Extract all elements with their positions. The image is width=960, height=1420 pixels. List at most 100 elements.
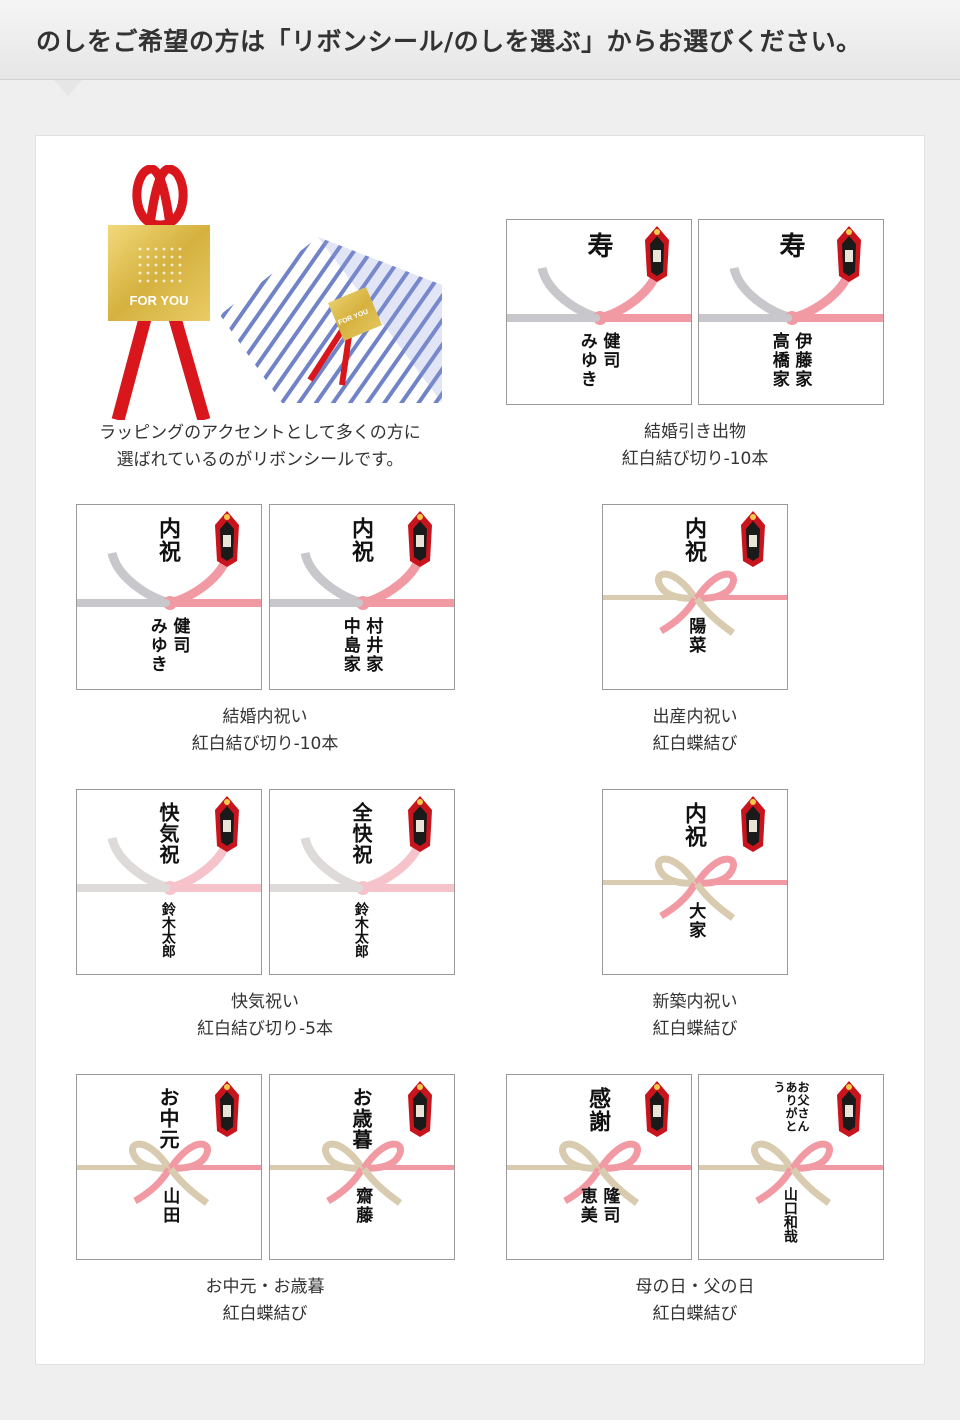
noshi-caption: 出産内祝い紅白蝶結び	[506, 704, 884, 758]
mizuhiki-cord-graphic	[270, 1081, 454, 1206]
mizuhiki-cord-graphic	[507, 1081, 691, 1206]
noshi-name: 山田	[159, 1187, 180, 1225]
noshi-name: 高橋家	[768, 332, 789, 389]
noshi-names: 隆司恵美	[576, 1187, 620, 1225]
ribbon-seal-graphic: FOR YOU FOR YOU	[108, 164, 442, 422]
noshi-title: 快気祝	[156, 802, 180, 865]
noshi-names: 齋藤	[352, 1187, 373, 1225]
noshi-ornament-icon	[837, 1081, 861, 1137]
noshi-names: 山田	[159, 1187, 180, 1225]
noshi-card[interactable]: お父さんありがとう山口和哉	[698, 1074, 884, 1260]
noshi-names: 山口和哉	[781, 1187, 798, 1243]
noshi-name: 恵美	[576, 1187, 597, 1225]
ribbon-seal-caption: ラッピングのアクセントとして多くの方に 選ばれているのがリボンシールです。	[70, 420, 450, 474]
noshi-name: 鈴木太郎	[352, 902, 369, 958]
ribbon-seal-caption-line2: 選ばれているのがリボンシールです。	[116, 450, 404, 470]
mizuhiki-cord-graphic	[77, 796, 261, 895]
noshi-caption: 結婚内祝い紅白結び切り-10本	[76, 704, 454, 758]
noshi-title: 内祝	[681, 517, 707, 563]
mizuhiki-cord-graphic	[699, 226, 883, 325]
noshi-title: 全快祝	[349, 802, 373, 865]
noshi-card[interactable]: 感謝隆司恵美	[506, 1074, 692, 1260]
noshi-names: 健司みゆき	[576, 332, 620, 389]
noshi-card[interactable]: 全快祝鈴木太郎	[269, 789, 455, 975]
noshi-caption: 結婚引き出物紅白結び切り-10本	[506, 419, 884, 473]
noshi-name: 山口和哉	[781, 1187, 798, 1243]
noshi-title: 寿	[775, 232, 805, 259]
mizuhiki-cord-graphic	[603, 511, 787, 636]
noshi-name: 中島家	[339, 617, 360, 674]
noshi-caption-line2: 紅白結び切り-10本	[621, 449, 769, 469]
noshi-caption-line1: 快気祝い	[231, 992, 299, 1012]
noshi-title: 内祝	[155, 517, 181, 563]
noshi-name: 大家	[685, 902, 706, 940]
noshi-ornament-icon	[408, 1081, 432, 1137]
noshi-names: 伊藤家高橋家	[768, 332, 812, 389]
noshi-ornament-icon	[741, 796, 765, 852]
noshi-caption-line1: 結婚引き出物	[644, 422, 746, 442]
noshi-caption-line1: 結婚内祝い	[222, 707, 308, 727]
noshi-card[interactable]: 快気祝鈴木太郎	[76, 789, 262, 975]
noshi-caption: 新築内祝い紅白蝶結び	[506, 989, 884, 1043]
noshi-caption-line1: お中元・お歳暮	[205, 1277, 325, 1297]
noshi-card[interactable]: 寿健司みゆき	[506, 219, 692, 405]
seal-text: FOR YOU	[130, 293, 189, 308]
noshi-card[interactable]: お中元山田	[76, 1074, 262, 1260]
noshi-card[interactable]: 寿伊藤家高橋家	[698, 219, 884, 405]
noshi-names: 健司みゆき	[146, 617, 190, 674]
noshi-name: 健司	[169, 617, 190, 655]
ribbon-seal-illustration: FOR YOU FOR YOU	[70, 164, 450, 422]
noshi-caption-line2: 紅白蝶結び	[222, 1304, 308, 1324]
banner-text: のしをご希望の方は「リボンシール/のしを選ぶ」からお選びください。	[36, 27, 862, 56]
mizuhiki-cord-graphic	[507, 226, 691, 325]
noshi-names: 大家	[685, 902, 706, 940]
noshi-ornament-icon	[837, 226, 861, 282]
mizuhiki-cord-graphic	[603, 796, 787, 921]
mizuhiki-cord-graphic	[270, 511, 454, 610]
banner-pointer	[54, 80, 82, 96]
noshi-title: 内祝	[681, 802, 707, 848]
noshi-ornament-icon	[741, 511, 765, 567]
noshi-card[interactable]: お歳暮齋藤	[269, 1074, 455, 1260]
noshi-ornament-icon	[215, 511, 239, 567]
noshi-caption-line2: 紅白結び切り-5本	[197, 1019, 333, 1039]
noshi-card[interactable]: 内祝陽菜	[602, 504, 788, 690]
instruction-banner: のしをご希望の方は「リボンシール/のしを選ぶ」からお選びください。	[0, 0, 960, 80]
noshi-caption-line1: 母の日・父の日	[635, 1277, 755, 1297]
noshi-title: 寿	[583, 232, 613, 259]
noshi-name: 鈴木太郎	[159, 902, 176, 958]
noshi-ornament-icon	[408, 511, 432, 567]
noshi-caption: 快気祝い紅白結び切り-5本	[76, 989, 454, 1043]
noshi-caption-line2: 紅白蝶結び	[652, 734, 738, 754]
noshi-names: 鈴木太郎	[352, 902, 369, 958]
noshi-ornament-icon	[215, 1081, 239, 1137]
noshi-name: 健司	[599, 332, 620, 370]
noshi-caption: お中元・お歳暮紅白蝶結び	[76, 1274, 454, 1328]
noshi-caption-line1: 新築内祝い	[652, 992, 738, 1012]
noshi-name: 齋藤	[352, 1187, 373, 1225]
noshi-caption-line2: 紅白蝶結び	[652, 1304, 738, 1324]
mizuhiki-cord-graphic	[699, 1081, 883, 1206]
noshi-name: 隆司	[599, 1187, 620, 1225]
mizuhiki-cord-graphic	[77, 1081, 261, 1206]
noshi-card[interactable]: 内祝村井家中島家	[269, 504, 455, 690]
mizuhiki-cord-graphic	[270, 796, 454, 895]
noshi-title: お父さんありがとう	[772, 1081, 810, 1133]
noshi-title: お中元	[156, 1087, 180, 1150]
mizuhiki-cord-graphic	[77, 511, 261, 610]
noshi-title: 内祝	[348, 517, 374, 563]
noshi-ornament-icon	[408, 796, 432, 852]
noshi-card[interactable]: 内祝健司みゆき	[76, 504, 262, 690]
noshi-name: 陽菜	[685, 617, 706, 655]
noshi-card[interactable]: 内祝大家	[602, 789, 788, 975]
noshi-name: みゆき	[146, 617, 167, 674]
noshi-name: みゆき	[576, 332, 597, 389]
noshi-names: 村井家中島家	[339, 617, 383, 674]
noshi-name: 伊藤家	[791, 332, 812, 389]
noshi-name: 村井家	[362, 617, 383, 674]
noshi-names: 陽菜	[685, 617, 706, 655]
noshi-title: お歳暮	[349, 1087, 373, 1150]
ribbon-seal-caption-line1: ラッピングのアクセントとして多くの方に	[99, 423, 421, 443]
noshi-ornament-icon	[645, 1081, 669, 1137]
noshi-title: 感謝	[585, 1087, 611, 1133]
